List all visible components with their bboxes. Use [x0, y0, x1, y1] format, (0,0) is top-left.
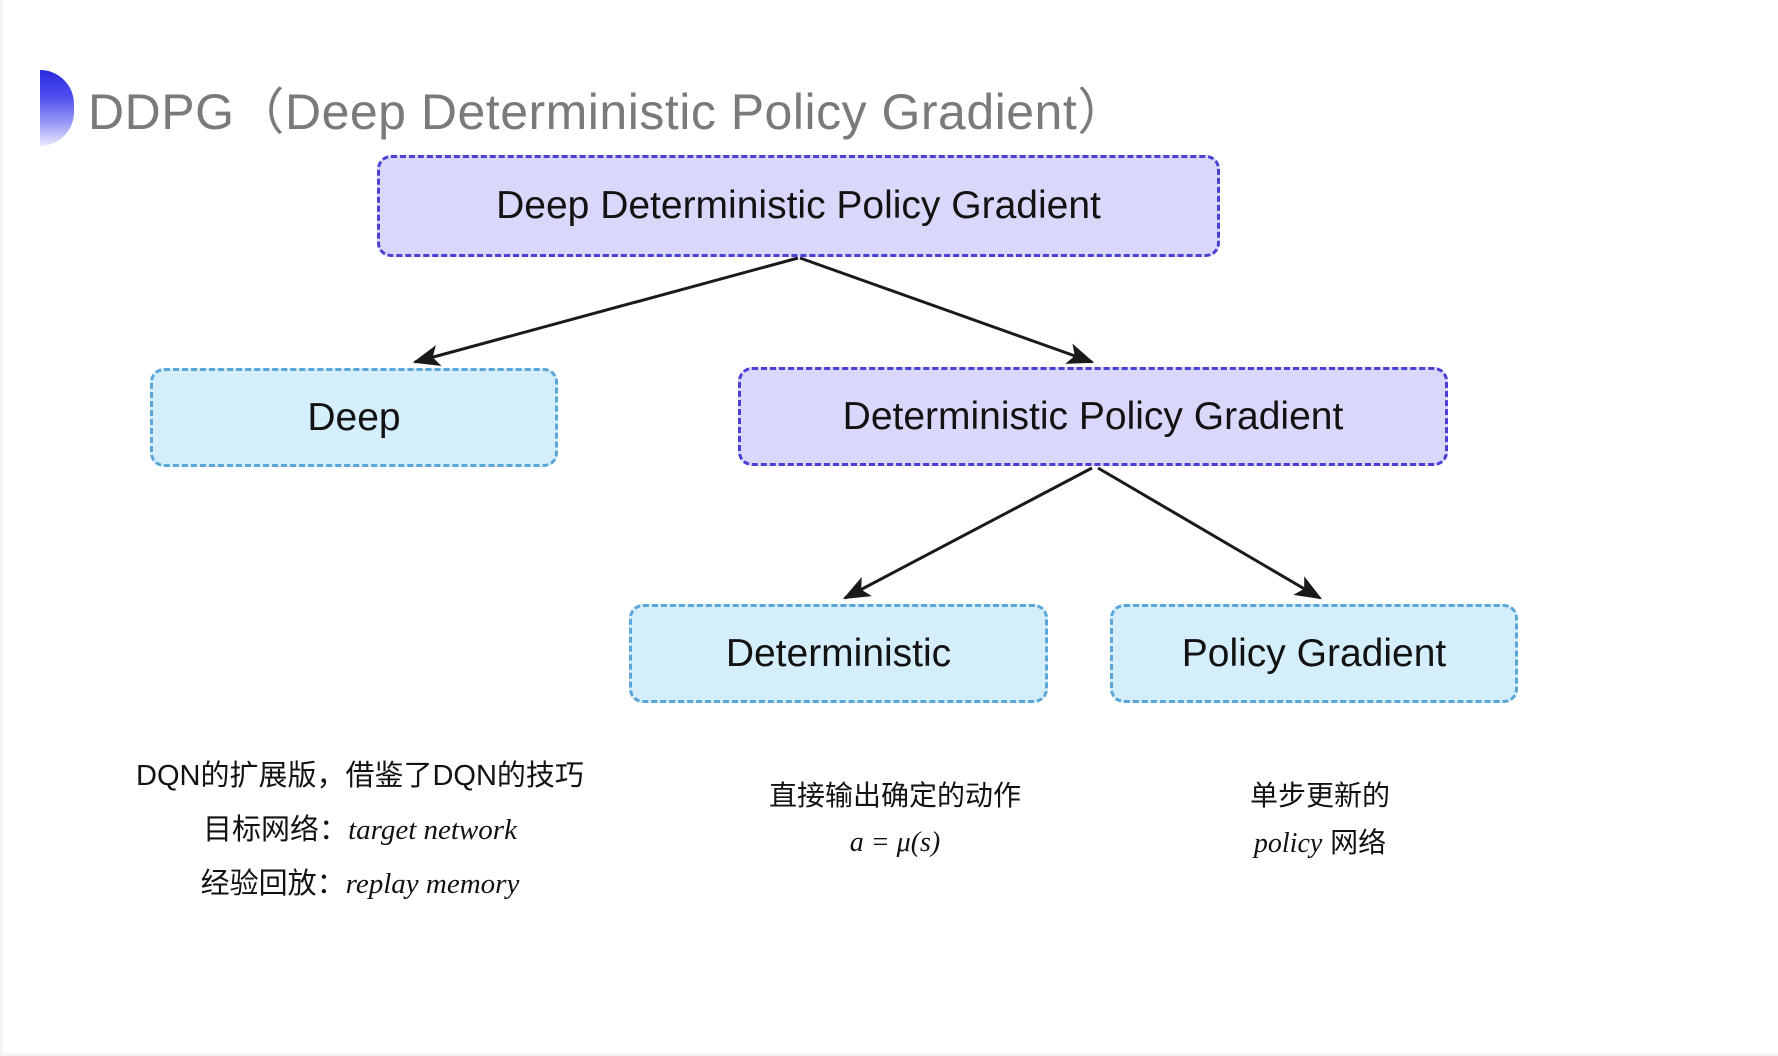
note-left-line-2-label: 目标网络：: [203, 813, 349, 846]
note-right-line-2: policy 网络: [1140, 822, 1500, 864]
edge-dpg-deterministic: [842, 466, 1093, 600]
slide-bottom-edge: [0, 1053, 1778, 1056]
edge-root-deep: [412, 256, 799, 366]
note-deterministic-description: 直接输出确定的动作 a = μ(s): [675, 775, 1115, 870]
note-left-line-3-label: 经验回放：: [200, 867, 346, 900]
note-right-line-1: 单步更新的: [1249, 780, 1390, 811]
note-mid-formula: a = μ(s): [849, 827, 941, 859]
slide-left-edge: [0, 0, 3, 1056]
slide-title-row: DDPG（Deep Deterministic Policy Gradient）: [40, 60, 1128, 156]
note-left-line-3-term: replay memory: [345, 867, 520, 900]
note-policy-gradient-description: 单步更新的 policy 网络: [1140, 775, 1500, 871]
node-deep-deterministic-policy-gradient[interactable]: Deep Deterministic Policy Gradient: [377, 155, 1220, 257]
page-title: DDPG（Deep Deterministic Policy Gradient）: [88, 84, 1128, 140]
node-deterministic[interactable]: Deterministic: [629, 604, 1048, 703]
note-left-line-1: DQN的扩展版，借鉴了DQN的技巧: [136, 760, 584, 792]
note-left-line-3: 经验回放：replay memory: [100, 863, 620, 906]
note-left-line-2-term: target network: [348, 813, 517, 846]
note-mid-line-1: 直接输出确定的动作: [768, 780, 1021, 811]
node-deep[interactable]: Deep: [150, 368, 558, 467]
edge-root-dpg: [799, 256, 1095, 364]
note-left-line-2: 目标网络：target network: [100, 809, 620, 852]
note-right-line-2-suffix: 网络: [1322, 827, 1387, 859]
edge-dpg-policygradient: [1097, 466, 1323, 600]
note-deep-description: DQN的扩展版，借鉴了DQN的技巧 目标网络：target network 经验…: [100, 755, 620, 917]
note-right-line-2-term: policy: [1253, 828, 1323, 860]
half-circle-gradient-icon: [40, 70, 74, 146]
node-deterministic-policy-gradient[interactable]: Deterministic Policy Gradient: [738, 367, 1448, 466]
node-policy-gradient[interactable]: Policy Gradient: [1110, 604, 1518, 703]
